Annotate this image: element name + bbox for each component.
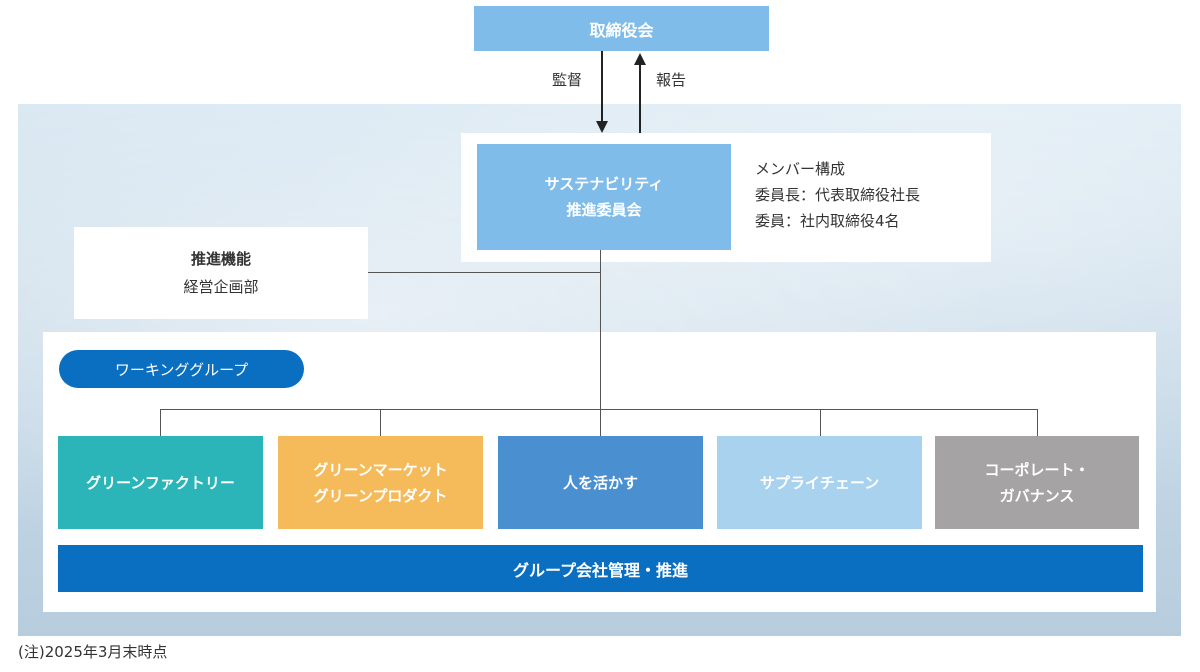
report-arrow-head [634,53,646,65]
group-human-capital: 人を活かす [498,436,703,529]
committee-title-line1: サステナビリティ [544,175,664,193]
group-green-market-product: グリーンマーケット グリーンプロダクト [278,436,483,529]
members-chair: 委員長：代表取締役社長 [755,186,921,204]
supervise-report-arrows [596,51,646,133]
trunk-into-panel-line [600,332,601,410]
branch-drop-line [380,409,381,436]
working-group-label: ワーキンググループ [114,360,249,379]
committee-title-line2: 推進委員会 [566,201,642,219]
group-label: サプライチェーン [759,473,880,492]
branch-drop-line [600,409,601,436]
board-of-directors-box: 取締役会 [474,6,769,51]
supervise-label: 監督 [552,71,583,89]
group-label: 人を活かす [562,473,638,492]
group-label: グリーンファクトリー [86,473,235,492]
group-corporate-governance: コーポレート・ ガバナンス [935,436,1139,529]
bottom-bar-label: グループ会社管理・推進 [512,560,689,580]
supervise-arrow-head [596,121,608,133]
members-heading: メンバー構成 [755,160,846,178]
group-label: グリーンマーケット [313,460,448,479]
sustainability-committee-box: サステナビリティ 推進委員会 [477,144,731,250]
board-label: 取締役会 [589,20,654,40]
group-label: ガバナンス [999,486,1075,505]
promotion-function-box: 推進機能 経営企画部 [74,227,368,319]
promotion-title: 推進機能 [190,250,251,268]
members-committee: 委員：社内取締役4名 [755,212,900,230]
committee-trunk-line [600,250,601,410]
promotion-connector-line [368,272,600,273]
report-label: 報告 [656,71,687,89]
working-group-pill: ワーキンググループ [59,350,304,388]
group-label: コーポレート・ [984,460,1090,479]
group-green-factory: グリーンファクトリー [58,436,263,529]
promotion-dept: 経営企画部 [183,278,259,296]
group-label: グリーンプロダクト [313,486,448,505]
committee-members: メンバー構成 委員長：代表取締役社長 委員：社内取締役4名 [755,156,920,234]
branch-drop-line [1037,409,1038,436]
branch-drop-line [160,409,161,436]
branch-horizontal-line [160,409,1038,410]
group-company-management-bar: グループ会社管理・推進 [58,545,1143,592]
footnote: (注)2025年3月末時点 [18,643,168,661]
branch-drop-line [820,409,821,436]
group-supply-chain: サプライチェーン [717,436,922,529]
